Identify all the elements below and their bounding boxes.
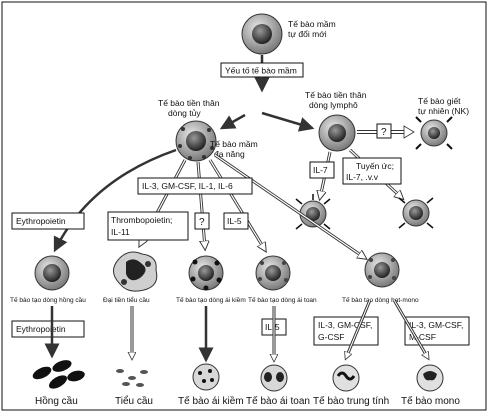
eosinophil-label: Tế bào ái toan [246,395,310,407]
baso-question: ? [199,217,205,228]
to-lymphoid-arrow [261,111,315,132]
eos-prog-label: Tế bào tạo dòng ái toan [248,295,317,304]
il5a-box [223,212,249,230]
myeloid-label-2: dòng tủy [168,108,201,118]
baso-question-box [194,212,210,230]
tpo-label-1: Thrombopoietin; [111,215,172,225]
thymus-label-1: Tuyến ức; [356,161,394,171]
monocyte-cell [416,364,444,392]
megakaryocyte-label: Đại tiền tiểu cầu [103,295,150,304]
epo1-label: Eythropoietin [16,216,66,226]
erythroid-progenitor-cell [34,255,70,291]
epo2-label: Eythropoietin [16,324,66,334]
stem-label-1: Tế bào mầm [288,19,336,29]
b-cell [295,194,331,230]
platelet-cells [116,369,148,387]
gm-progenitor-cell [364,252,400,288]
thymus-label-2: IL-7, .v.v [346,172,379,182]
il5a-label: IL-5 [227,216,242,226]
platelet-label: Tiểu cầu [115,395,153,407]
nk-cell [415,116,453,150]
nk-label-2: tự nhiên (NK) [418,106,469,116]
main-factors-label: IL-3, GM-CSF, IL-1, IL-6 [142,181,233,191]
erythroid-prog-label: Tế bào tạo dòng hồng cầu [10,295,86,304]
to-myeloid-arrow [219,113,246,130]
basophil-cell [192,363,220,391]
stem-label-2: tự đổi mới [288,29,327,39]
stem-factor-label: Yếu tố tế bào mầm [225,66,297,76]
gcsf-label-1: IL-3, GM-CSF, [318,320,372,330]
neutrophil-label: Tế bào trung tính [313,395,389,407]
eosinophil-progenitor-cell [255,255,291,291]
to-erythroid-arrow [53,148,177,253]
megakaryocyte-cell [113,251,158,292]
basophil-label: Tế bào ái kiềm [178,395,244,407]
lymphoid-progenitor-cell [318,114,356,152]
multipotent-label-1: Tế bào mầm [210,139,258,149]
neutrophil-cell [332,364,360,392]
il7-box [309,161,335,179]
mcsf-label-1: IL-3, GM-CSF, [409,320,463,330]
to-nk-arrowhead [403,125,415,139]
monocyte-label: Tế bào mono [401,395,460,407]
tpo-box [107,211,189,241]
lymphoid-label-1: Tế bào tiền thân [305,90,367,100]
eosinophil-cell [260,364,288,392]
myeloid-label-1: Tế bào tiền thân [158,98,220,108]
mcsf-box [404,316,470,346]
main-factors-box [137,177,253,195]
thymus-box [342,157,402,185]
mcsf-label-2: M-CSF [409,332,436,342]
gcsf-box [313,316,379,346]
t-cell [398,197,434,229]
basophil-progenitor-cell [188,255,224,291]
multipotent-label-2: đa năng [214,149,245,159]
lymphoid-label-2: dòng lymphô [309,100,358,110]
il7-label: IL-7 [313,165,328,175]
rbc-label: Hồng cầu [35,395,78,407]
tpo-label-2: IL-11 [111,227,130,237]
baso-prog-label: Tế bào tạo dòng ái kiềm [176,295,246,304]
nk-question-box [376,123,392,139]
epo1-box [11,212,85,230]
nk-question: ? [381,127,387,138]
nk-label-1: Tế bào giết [418,96,461,106]
il5b-label: IL-5 [265,322,280,332]
epo2-box [11,320,85,338]
gm-prog-label: Tế bào tạo dòng hạt-mono [342,295,419,304]
stem-cell [241,13,283,55]
rbc-cells [32,360,85,389]
outer-frame [1,1,487,411]
gcsf-label-2: G-CSF [318,332,344,342]
myeloid-progenitor-cell [175,120,217,162]
